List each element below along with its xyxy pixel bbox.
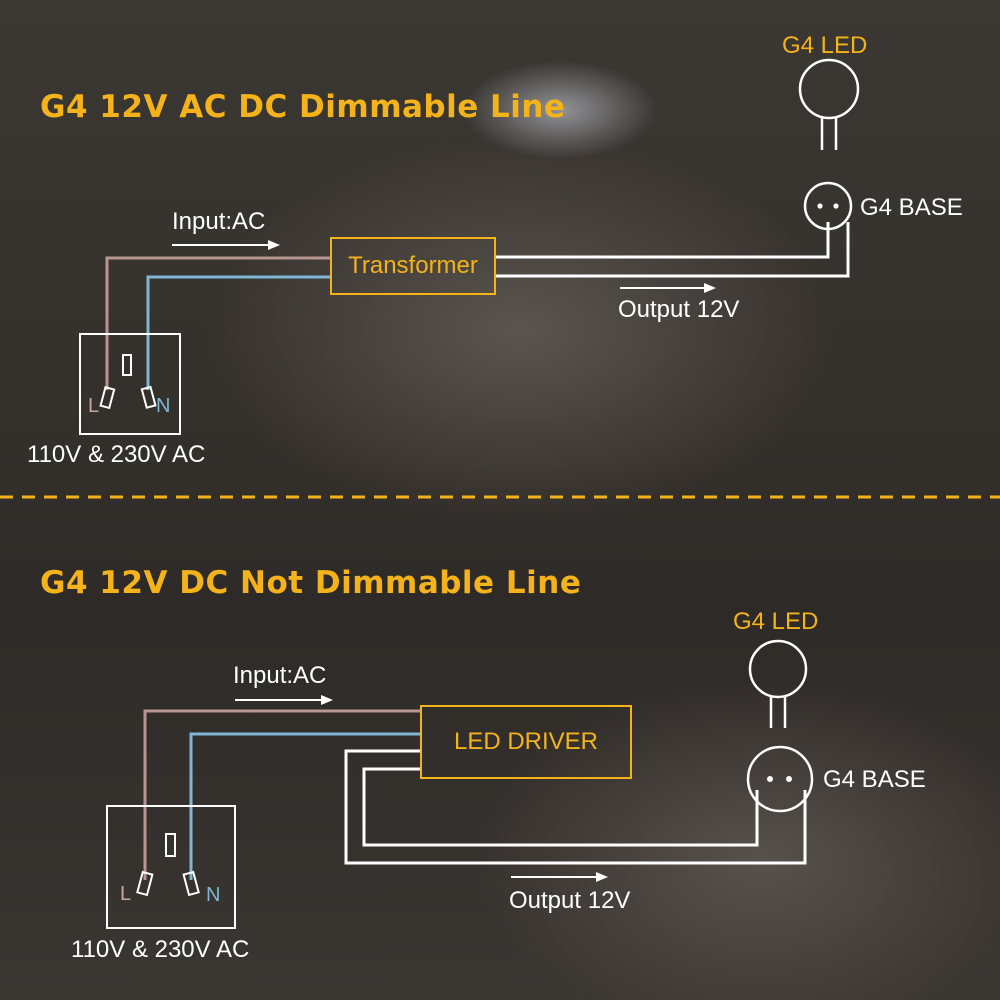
top-section-title: G4 12V AC DC Dimmable Line xyxy=(40,89,566,125)
bottom-output-arrow xyxy=(511,872,608,882)
bottom-output-wire-2 xyxy=(362,767,759,847)
bottom-outlet-L-letter: L xyxy=(120,883,132,905)
top-g4-led-bulb-icon xyxy=(798,58,860,150)
bottom-outlet-frame xyxy=(106,805,236,929)
top-led-label: G4 LED xyxy=(782,32,868,59)
top-outlet-ground-slot xyxy=(122,354,132,376)
top-transformer-box: Transformer xyxy=(330,237,496,295)
bottom-base-label: G4 BASE xyxy=(823,766,926,793)
bottom-outlet-ground-slot xyxy=(165,833,176,857)
top-transformer-label: Transformer xyxy=(348,252,478,279)
top-base-label: G4 BASE xyxy=(860,194,963,221)
bottom-live-wire xyxy=(143,709,421,880)
top-live-wire xyxy=(105,256,331,390)
bottom-g4-base-icon xyxy=(746,745,814,813)
bottom-output-label: Output 12V xyxy=(509,887,631,914)
top-neutral-wire xyxy=(146,275,331,390)
bottom-neutral-wire xyxy=(189,732,421,880)
top-output-wire-1 xyxy=(495,222,830,259)
bottom-output-wire-1 xyxy=(344,749,807,865)
bottom-outlet-live-slot xyxy=(136,870,154,897)
bottom-led-driver-label: LED DRIVER xyxy=(453,728,599,755)
top-outlet-L-letter: L xyxy=(88,395,100,417)
bottom-outlet-N-letter: N xyxy=(206,884,221,906)
bottom-led-label: G4 LED xyxy=(733,608,819,635)
top-outlet-label: 110V & 230V AC xyxy=(27,441,206,468)
top-outlet-N-letter: N xyxy=(156,395,171,417)
top-output-label: Output 12V xyxy=(618,296,740,323)
top-outlet-neutral-slot xyxy=(140,385,157,409)
bottom-input-label: Input:AC xyxy=(233,662,327,689)
bottom-outlet-label: 110V & 230V AC xyxy=(71,936,250,963)
bottom-input-arrow xyxy=(235,695,333,705)
bottom-g4-led-bulb-icon xyxy=(748,639,808,728)
top-input-label: Input:AC xyxy=(172,208,266,235)
top-outlet-live-slot xyxy=(99,386,116,410)
top-g4-base-icon xyxy=(803,181,853,231)
top-output-arrow xyxy=(620,283,716,293)
top-input-arrow xyxy=(172,240,280,250)
top-output-wire-2 xyxy=(495,222,850,278)
bottom-led-driver-box: LED DRIVER xyxy=(420,705,632,779)
bottom-outlet-neutral-slot xyxy=(182,870,200,897)
bottom-section-title: G4 12V DC Not Dimmable Line xyxy=(40,565,582,601)
top-outlet-frame xyxy=(79,333,181,435)
